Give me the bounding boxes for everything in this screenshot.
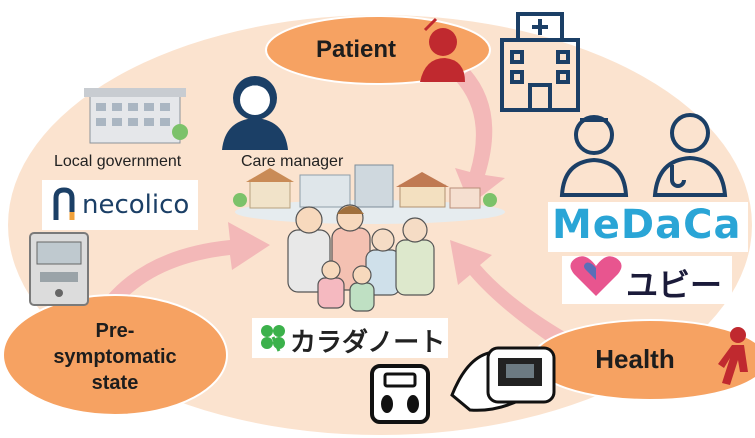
care-manager-icon (222, 76, 288, 150)
necolico-logo-text: necolico (82, 190, 190, 220)
yubi-logo-text: ユビー (626, 266, 723, 304)
presymptomatic-label: Pre- symptomatic state (53, 320, 177, 394)
blood-pressure-monitor-icon (450, 346, 556, 412)
patient-headache-icon (420, 17, 465, 82)
walking-person-icon (718, 327, 748, 385)
hospital-icon (500, 12, 580, 112)
medaca-logo-text: MeDaCa (552, 202, 742, 248)
presymptomatic-bubble[interactable] (2, 294, 228, 416)
clover-icon (261, 325, 285, 352)
city-hall-icon (84, 88, 188, 144)
smart-meter-icon (29, 232, 89, 306)
patient-label: Patient (315, 36, 396, 63)
medaca-logo-box (548, 202, 748, 252)
scale-icon (370, 364, 430, 424)
arrow-patient-to-family (455, 70, 505, 205)
care-manager-label: Care manager (241, 153, 344, 170)
karada-note-logo-text: カラダノート (290, 328, 446, 358)
karada-logo-box (252, 318, 448, 358)
nurse-icon (652, 113, 728, 197)
local-government-label: Local government (54, 153, 182, 170)
family-icon (287, 204, 435, 312)
arrow-presymptomatic-to-family (90, 222, 270, 325)
doctor-icon (559, 115, 629, 197)
arrow-health-to-family (450, 240, 570, 350)
necolico-mark-icon (53, 187, 75, 220)
health-label: Health (595, 344, 675, 374)
